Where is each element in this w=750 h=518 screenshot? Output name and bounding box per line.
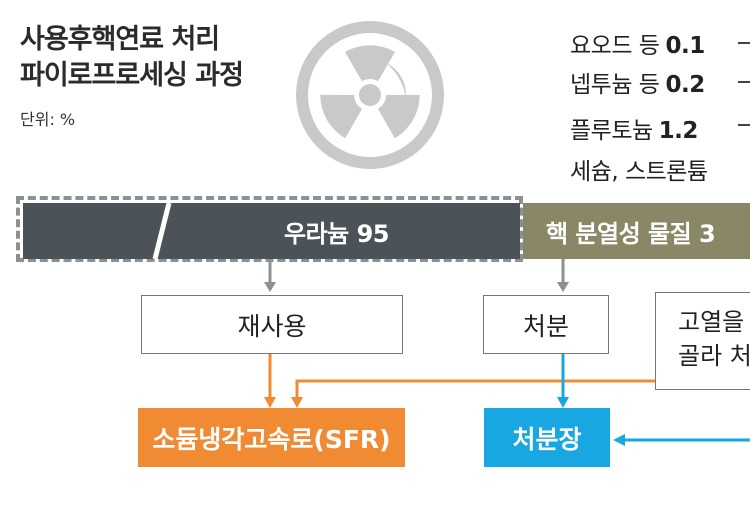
title-line-2: 파이로프로세싱 과정: [20, 60, 244, 91]
legend-line: [738, 42, 750, 44]
diagram-title: 사용후핵연료 처리 파이로프로세싱 과정: [20, 22, 244, 94]
bar-break-icon: [145, 203, 179, 259]
fission-label: 핵 분열성 물질 3: [546, 220, 716, 248]
disposal-label: 처분: [522, 311, 569, 341]
legend-label: 요오드 등: [570, 33, 660, 59]
sfr-box: 소듐냉각고속로(SFR): [138, 408, 405, 467]
legend-label: 세슘, 스트론튬: [570, 159, 708, 185]
repository-label: 처분장: [512, 424, 582, 454]
high-heat-line-1: 고열을: [678, 308, 745, 336]
title-line-1: 사용후핵연료 처리: [20, 24, 220, 55]
sfr-label: 소듐냉각고속로(SFR): [152, 424, 391, 454]
arrow-head: [291, 397, 303, 408]
legend-line: [738, 124, 750, 126]
reuse-label: 재사용: [237, 311, 307, 341]
high-heat-box: 고열을 골라 처: [655, 292, 750, 390]
legend-value: 1.2: [658, 118, 699, 144]
legend-label: 넵투늄 등: [570, 72, 660, 98]
arrow-return-sfr: [295, 379, 750, 398]
legend-line: [738, 81, 750, 83]
legend-value: 0.2: [665, 72, 705, 98]
reuse-box: 재사용: [141, 295, 403, 354]
disposal-box: 처분: [483, 295, 609, 354]
uranium-bar-outline: [16, 196, 523, 262]
arrow-head: [557, 282, 569, 292]
arrow-head: [613, 434, 625, 446]
arrow-head: [264, 397, 276, 408]
unit-label: 단위: %: [20, 110, 76, 129]
arrow-head: [557, 397, 569, 408]
uranium-label: 우라늄 95: [284, 220, 390, 248]
legend-label: 플루토늄: [570, 118, 653, 144]
legend-value: 0.1: [665, 33, 705, 59]
fission-bar: [523, 203, 750, 259]
arrow-head: [264, 282, 276, 292]
uranium-bar: [23, 203, 520, 259]
high-heat-line-2: 골라 처: [678, 342, 750, 370]
repository-box: 처분장: [484, 408, 610, 467]
radiation-icon: [296, 21, 444, 169]
legend-row-cesium: 세슘, 스트론튬: [570, 152, 714, 186]
